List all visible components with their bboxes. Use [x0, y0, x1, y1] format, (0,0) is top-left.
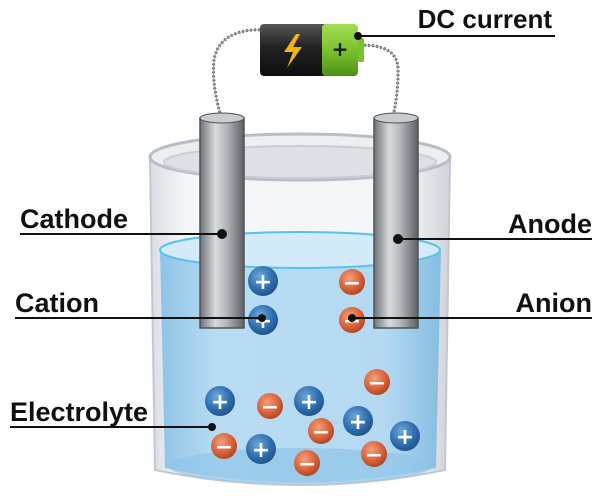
svg-text:+: +	[349, 410, 367, 435]
svg-text:−: −	[215, 435, 233, 460]
svg-text:+: +	[211, 390, 229, 415]
svg-text:−: −	[298, 452, 316, 477]
svg-text:−: −	[312, 420, 330, 445]
anion-ion: −	[364, 369, 390, 396]
wire-cathode	[212, 28, 269, 121]
cation-ion: +	[294, 386, 324, 416]
lightning-icon	[284, 34, 302, 68]
svg-text:+: +	[300, 390, 318, 415]
watermark: 知乎 @小留洋海外数学	[444, 473, 588, 490]
cation-ion: +	[343, 406, 373, 436]
label-electrolyte: Electrolyte	[10, 397, 148, 427]
svg-text:−: −	[343, 271, 361, 296]
label-anode: Anode	[508, 209, 592, 239]
cation-ion: +	[246, 434, 276, 464]
svg-text:+: +	[252, 438, 270, 463]
cation-ion: +	[248, 266, 278, 296]
svg-text:−: −	[365, 443, 383, 468]
svg-text:−: −	[368, 371, 386, 396]
cation-ion: +	[205, 386, 235, 416]
anion-ion: −	[339, 269, 365, 296]
svg-text:−: −	[261, 395, 279, 420]
anion-ion: −	[294, 450, 320, 477]
label-anion: Anion	[516, 288, 592, 318]
anion-ion: −	[257, 393, 283, 420]
label-cation: Cation	[15, 288, 99, 318]
battery-plus-sign: +	[332, 37, 349, 61]
anode-electrode	[373, 112, 419, 329]
svg-text:+: +	[396, 425, 414, 450]
battery: +	[260, 24, 364, 76]
anion-ion: −	[308, 418, 334, 445]
label-dc-current: DC current	[418, 4, 553, 34]
anion-ion: −	[361, 441, 387, 468]
anion-ion: −	[211, 433, 237, 460]
cation-ion: +	[390, 421, 420, 451]
cathode-electrode	[199, 112, 245, 329]
svg-text:+: +	[254, 270, 272, 295]
label-cathode: Cathode	[20, 204, 128, 234]
wire-anode	[359, 43, 400, 121]
leader-lines	[10, 32, 592, 431]
